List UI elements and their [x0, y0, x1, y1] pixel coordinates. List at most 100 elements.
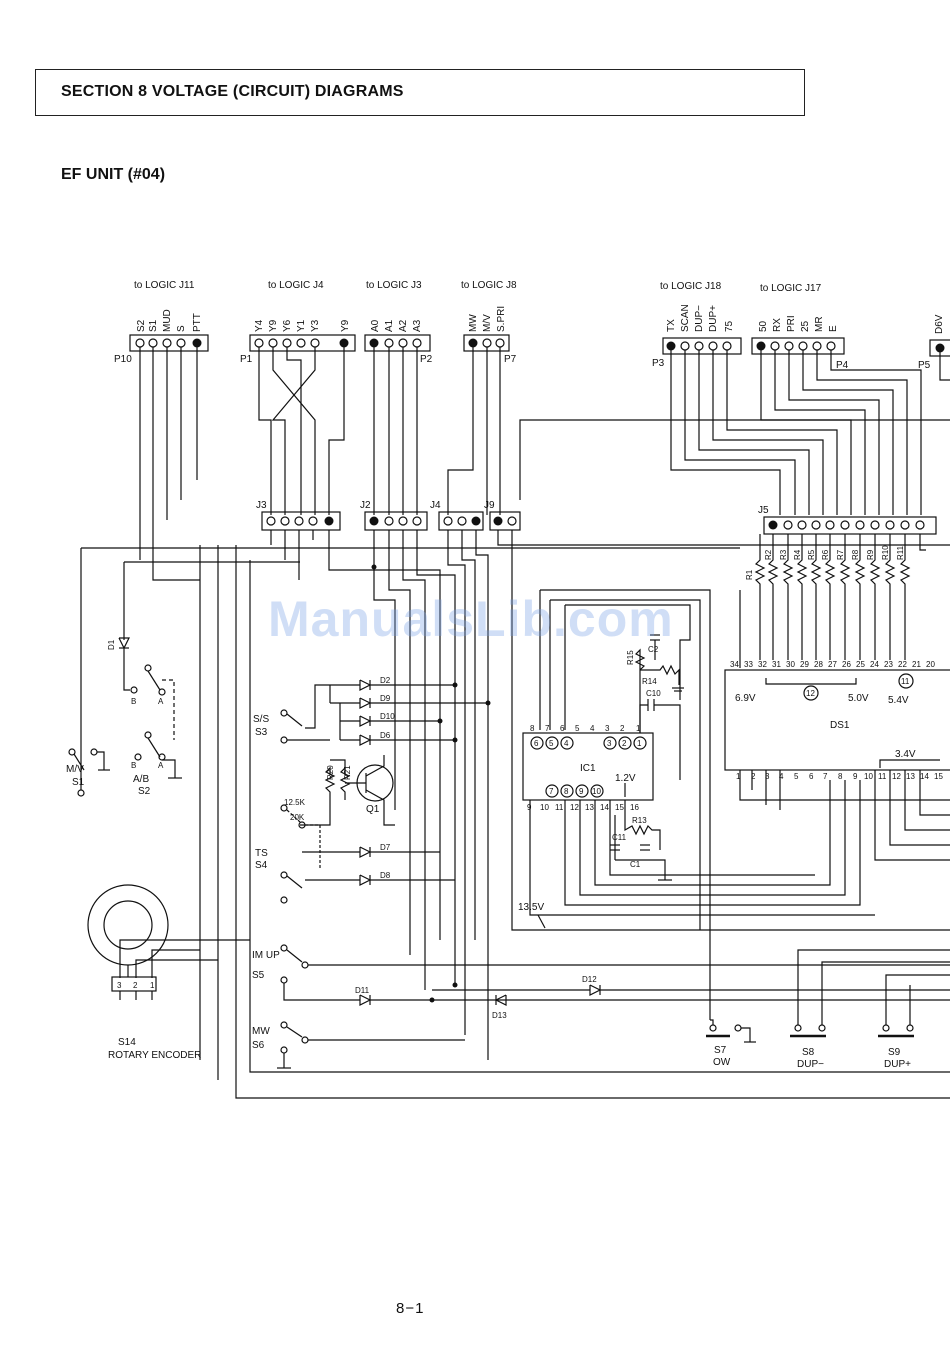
ds1-circle-b: 11 [901, 677, 910, 686]
ic1-circle: 4 [564, 739, 569, 748]
d6-label: D6 [380, 731, 391, 740]
ds1-pin: 20 [926, 660, 935, 669]
s8-ref: S8 [802, 1047, 815, 1058]
s1-ref: S1 [72, 777, 85, 788]
ds1-pin: 23 [884, 660, 893, 669]
ds1-pin: 10 [864, 772, 873, 781]
ds1-volt-d: 3.4V [895, 749, 916, 760]
p7-to-label: to LOGIC J8 [461, 280, 517, 291]
ds1-top-pins: 34 33 32 31 30 29 28 27 26 25 24 23 22 2… [730, 660, 935, 669]
p1-pin: Y9 [268, 319, 279, 332]
s7-name: OW [713, 1057, 731, 1068]
c2-label: C2 [648, 645, 659, 654]
p4-label: P4 [836, 360, 849, 371]
p4-pin: RX [772, 318, 783, 332]
s6-ref: S6 [252, 1040, 265, 1051]
p3-pin: SCAN [680, 304, 691, 332]
p2-pin-labels: A0 A1 A2 A3 [370, 319, 423, 332]
ic1-top-pins: 8 7 6 5 4 3 2 1 [530, 724, 641, 733]
s3-name: S/S [253, 714, 269, 725]
s2-ref: S2 [138, 786, 151, 797]
s14-name: ROTARY ENCODER [108, 1050, 201, 1061]
r13-label: R13 [632, 816, 647, 825]
supply-label: 13.5V [518, 902, 544, 913]
ds1-bottom-pins: 1 2 3 4 5 6 7 8 9 10 11 12 13 14 15 [736, 772, 943, 781]
section-header-box: SECTION 8 VOLTAGE (CIRCUIT) DIAGRAMS [35, 69, 805, 116]
r-label: R6 [821, 549, 830, 560]
ic1-circle: 5 [549, 739, 554, 748]
ic1-pin: 13 [585, 803, 594, 812]
r-label: R10 [881, 545, 890, 560]
ds1-pin: 24 [870, 660, 879, 669]
r14-label: R14 [642, 677, 657, 686]
s9-ref: S9 [888, 1047, 901, 1058]
ic1-label: IC1 [580, 763, 596, 774]
r-label: R1 [745, 569, 754, 580]
r20-label: R20 [326, 765, 335, 780]
s2-name: A/B [133, 774, 149, 785]
watermark: ManualsLib.com [268, 591, 674, 647]
p5-pin: D6V [934, 314, 945, 334]
ds1-volt-b: 5.0V [848, 693, 869, 704]
ic1-circle: 7 [549, 787, 554, 796]
p10-pin: S [176, 325, 187, 332]
ds1-volt-c: 5.4V [888, 695, 909, 706]
s2-contact-b2: B [131, 761, 136, 770]
ds1-chip [724, 669, 950, 771]
p2-label: P2 [420, 354, 433, 365]
p4-pin: E [828, 325, 839, 332]
p3-label: P3 [652, 358, 665, 369]
r-value-20k: 20K [290, 813, 305, 822]
d7-label: D7 [380, 843, 391, 852]
p5-label: P5 [918, 360, 931, 371]
ds1-pin: 4 [779, 772, 784, 781]
d2-label: D2 [380, 676, 391, 685]
ds1-pin: 26 [842, 660, 851, 669]
s8-name: DUP− [797, 1059, 824, 1070]
s2-contact-b: B [131, 697, 136, 706]
ds1-pin: 2 [751, 772, 756, 781]
ic1-circle: 1 [637, 739, 642, 748]
ic1-chip [522, 732, 654, 801]
c1-label: C1 [630, 860, 641, 869]
ic1-pin: 6 [560, 724, 565, 733]
ds1-circle-a: 12 [806, 689, 815, 698]
p1-to-label: to LOGIC J4 [268, 280, 324, 291]
jack-j2 [364, 511, 428, 531]
s6-name: MW [252, 1026, 270, 1037]
ic1-pin: 1 [636, 724, 641, 733]
p3-pin-labels: TX SCAN DUP− DUP+ 75 [666, 304, 735, 332]
connector-p2 [364, 334, 431, 352]
p1-pin-labels: Y4 Y9 Y6 Y1 Y3 Y9 [254, 319, 351, 332]
bus-wires [80, 530, 950, 1099]
ds1-pin: 3 [765, 772, 770, 781]
p4-to-label: to LOGIC J17 [760, 283, 822, 294]
p4-pin-labels: 50 RX PRI 25 MR E [758, 315, 839, 332]
p10-pin-labels: S2 S1 MUD S PTT [136, 309, 203, 332]
connector-p4 [751, 337, 845, 355]
p2-pin: A2 [398, 319, 409, 332]
p7-pin: MW [468, 314, 479, 332]
r-label: R2 [764, 549, 773, 560]
p10-label: P10 [114, 354, 132, 365]
ds1-pin: 25 [856, 660, 865, 669]
p3-pin: DUP+ [708, 305, 719, 332]
resistor-bank [754, 534, 926, 660]
r21-label: R21 [343, 765, 352, 780]
p10-pin: S2 [136, 319, 147, 332]
encoder-pin: 2 [133, 981, 138, 990]
connector-p3 [662, 337, 742, 355]
p3-to-label: to LOGIC J18 [660, 281, 722, 292]
p7-pin-labels: MW M/V S.PRI [468, 306, 507, 332]
d9-label: D9 [380, 694, 391, 703]
ic1-circle: 3 [607, 739, 612, 748]
s4-name: TS [255, 848, 268, 859]
j3-label: J3 [256, 500, 267, 511]
ds1-pin: 13 [906, 772, 915, 781]
ic1-bottom-pins: 9 10 11 12 13 14 15 16 [527, 803, 639, 812]
jack-j4 [438, 511, 484, 531]
ic1-circle: 6 [534, 739, 539, 748]
ds1-pin: 7 [823, 772, 828, 781]
r-label: R7 [836, 549, 845, 560]
